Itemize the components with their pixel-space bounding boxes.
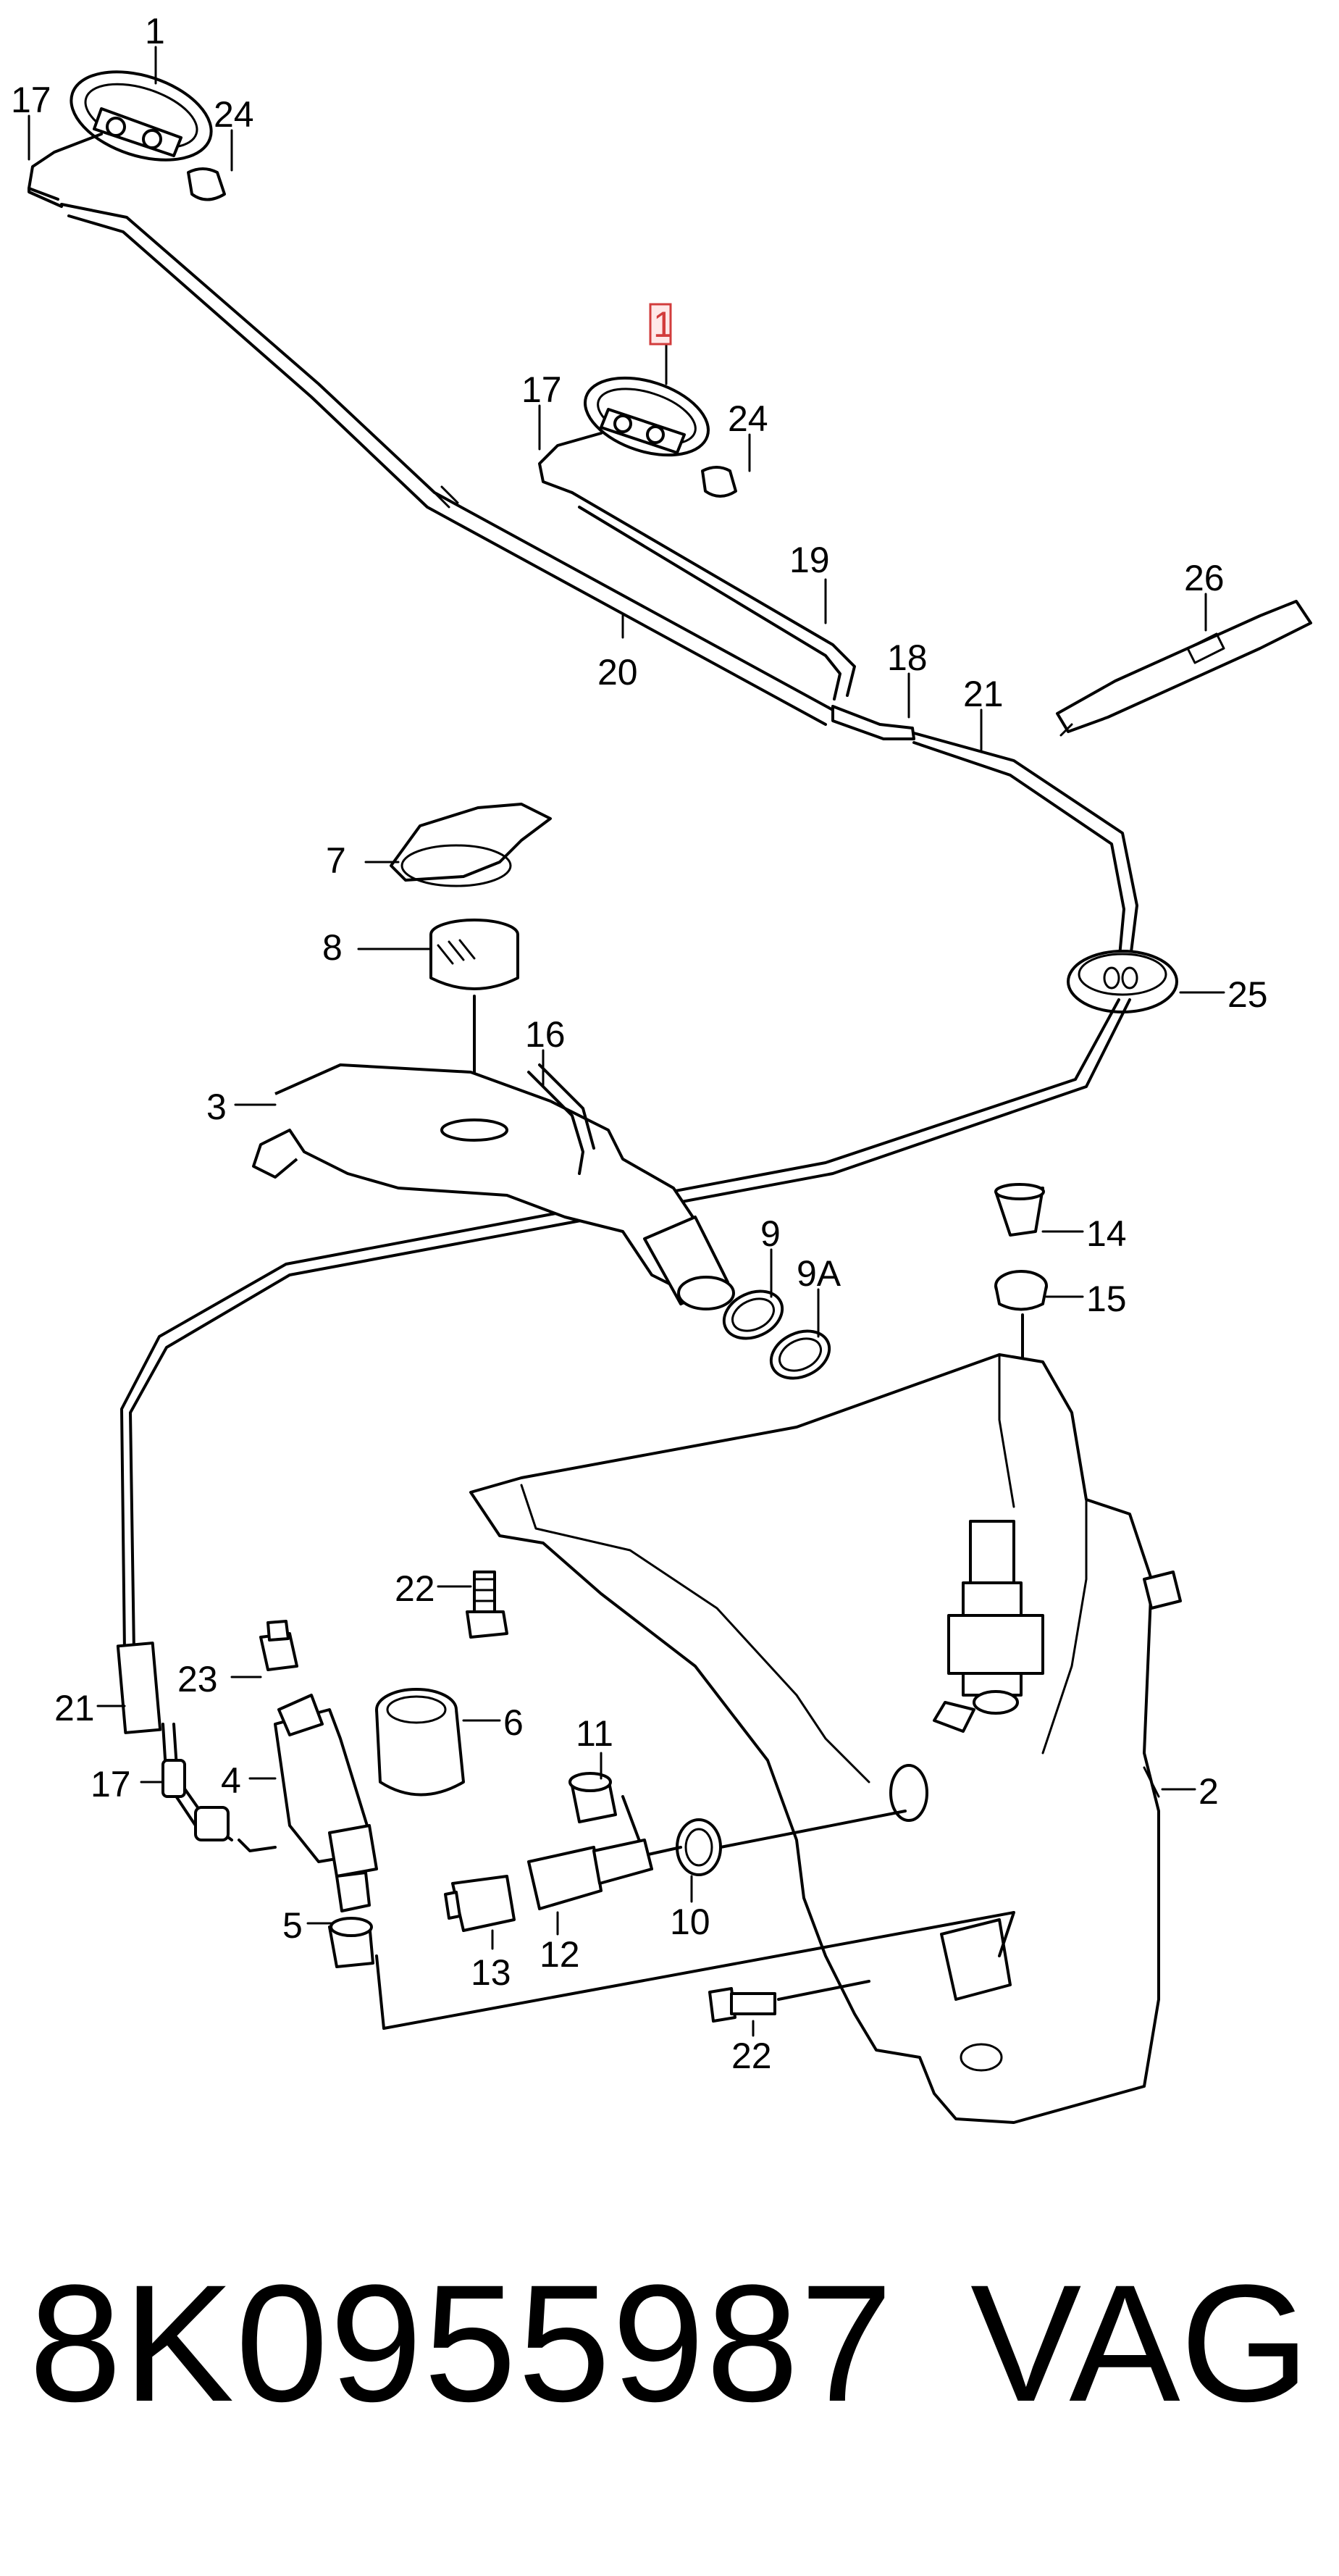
clip-24-mid [701,466,737,498]
bracket-26 [1056,600,1312,737]
hose-21-long [116,998,1131,1734]
callout-22-top: 22 [395,1568,435,1609]
leader-lines [28,46,1225,2037]
callout-17-mid: 17 [521,369,562,410]
reservoir-2 [469,1353,1182,2124]
hose-19 [571,491,856,701]
seal-9 [722,1289,784,1340]
callout-10: 10 [670,1902,710,1942]
filler-cap-7 [390,803,552,887]
grommet-5 [328,1911,1015,2030]
callout-2: 2 [1199,1771,1219,1812]
callout-3: 3 [206,1087,227,1127]
sensor-12 [527,1839,682,1910]
clip-23 [259,1620,298,1671]
grommet-25 [1067,950,1178,1013]
callout-1-top: 1 [145,11,165,51]
callout-21-top: 21 [963,674,1004,714]
callout-19: 19 [789,540,830,580]
callout-26: 26 [1184,558,1225,598]
callout-22-low: 22 [731,2036,772,2076]
callout-18: 18 [887,637,928,678]
pump-4 [238,1694,378,1912]
seal-9A [769,1329,831,1380]
callout-11: 11 [576,1713,613,1754]
bolt-22-top [466,1571,508,1639]
tee-connector-18 [831,705,1138,965]
part-number-text: 8K0955987 [29,2250,894,2436]
highlight-box-part-1 [649,303,672,346]
connector-13 [444,1875,516,1932]
callout-8: 8 [322,927,343,968]
hose-17-low [161,1723,233,1841]
brand-text: VAG [970,2250,1310,2436]
callout-17-top: 17 [11,80,51,120]
callout-25: 25 [1227,974,1268,1015]
callout-16: 16 [525,1014,566,1055]
callout-1-highlighted: 1 [653,304,673,345]
callout-14: 14 [1086,1213,1127,1254]
clip-24-top [187,167,226,201]
callout-6: 6 [503,1702,524,1743]
callout-4: 4 [221,1760,241,1801]
callout-12: 12 [540,1934,580,1975]
callout-13: 13 [471,1952,511,1993]
callout-9A: 9A [797,1253,841,1294]
callout-labels: 1 17 24 1 17 24 19 20 18 21 26 7 8 25 16… [11,11,1268,2076]
nozzle-assembly-mid [538,376,737,498]
grommet-10 [676,1810,907,1876]
hose-20 [60,203,834,726]
callout-7: 7 [326,840,346,881]
callout-9: 9 [760,1213,781,1254]
strainer-8 [429,919,519,1132]
callout-24-mid: 24 [728,398,768,439]
callout-24-top: 24 [214,94,254,135]
nozzle-assembly-top [28,70,226,208]
callout-23: 23 [177,1659,218,1699]
cap-11 [568,1772,646,1856]
filler-neck-3 [252,1063,735,1310]
callout-21-low: 21 [54,1688,95,1728]
callout-15: 15 [1086,1279,1127,1319]
callout-17-low: 17 [91,1764,131,1805]
bolt-22-low [708,1980,870,2023]
cap-14 [994,1183,1045,1237]
callout-20: 20 [597,652,638,693]
callout-5: 5 [282,1905,303,1946]
seal-6 [375,1688,465,1797]
